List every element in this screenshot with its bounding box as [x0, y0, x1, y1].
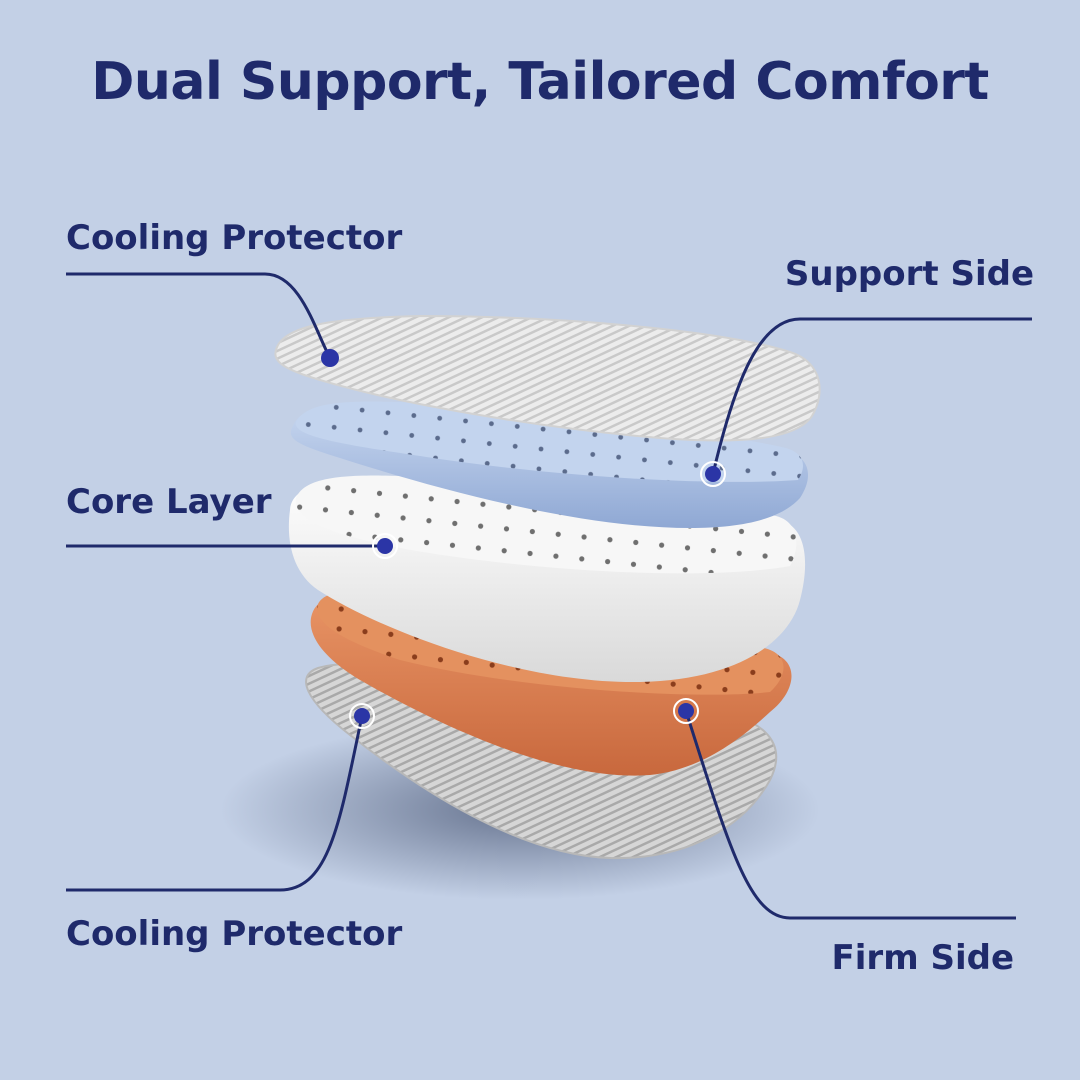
marker-core-layer — [372, 533, 398, 559]
core-layer-block — [288, 475, 806, 683]
leader-bottom-cooling — [66, 715, 364, 892]
leader-top-cooling — [66, 272, 332, 359]
leader-support-side — [711, 317, 1032, 475]
marker-bottom-cooling — [349, 703, 375, 729]
leader-lines — [66, 272, 1032, 920]
marker-support-side — [700, 461, 726, 487]
marker-firm-side — [673, 698, 699, 724]
callout-bottom-cooling-protector: Cooling Protector — [66, 914, 403, 954]
page-title: Dual Support, Tailored Comfort — [91, 52, 989, 112]
top-cooling-protector-layer — [274, 314, 821, 442]
callout-top-cooling-protector: Cooling Protector — [66, 218, 403, 258]
callout-core-layer: Core Layer — [66, 482, 272, 522]
leader-firm-side — [684, 710, 1016, 920]
callout-firm-side: Firm Side — [831, 938, 1014, 978]
marker-top-cooling — [321, 349, 339, 367]
callout-support-side: Support Side — [784, 254, 1034, 294]
